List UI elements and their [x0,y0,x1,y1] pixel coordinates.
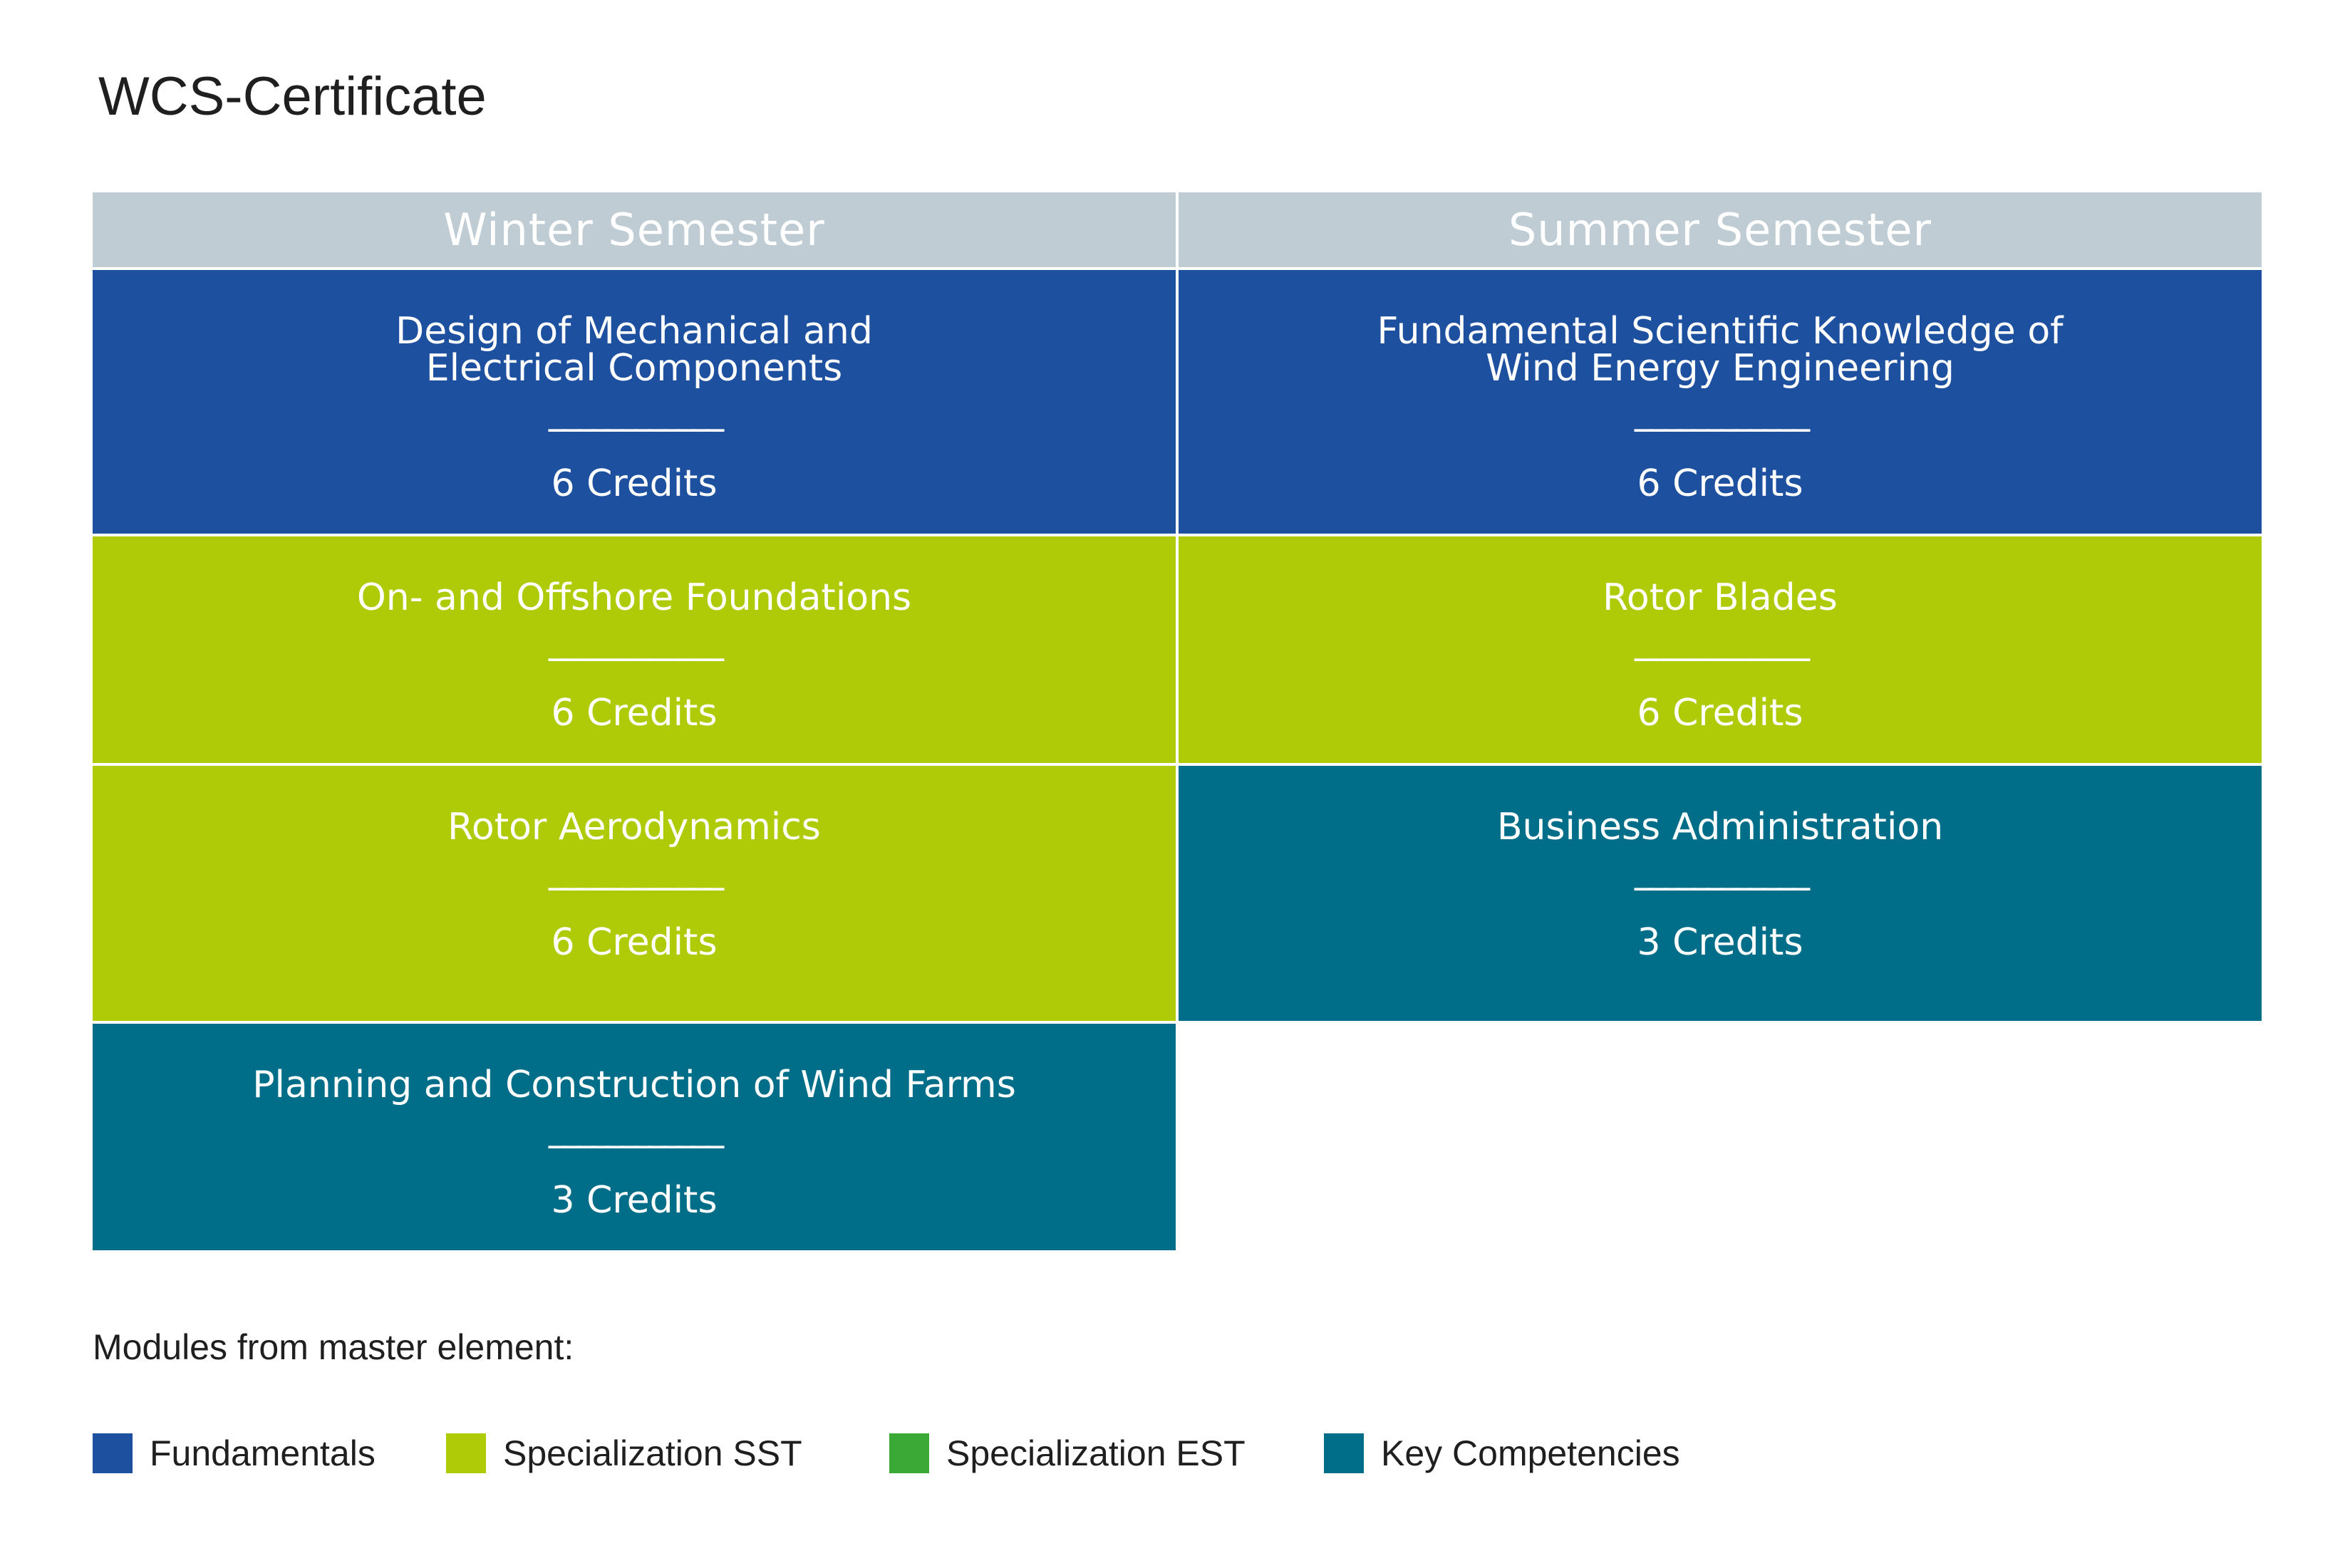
module-cell: Business Administration ____________ 3 C… [1179,766,2262,1021]
module-credits: 6 Credits [551,462,718,505]
module-cell: Fundamental Scientific Knowledge of Wind… [1179,270,2262,534]
module-name: Design of Mechanical and Electrical Comp… [395,310,873,390]
legend-item-fundamentals: Fundamentals [93,1433,376,1473]
legend-item-specialization-sst: Specialization SST [446,1433,802,1473]
module-cell: Rotor Blades ____________ 6 Credits [1179,536,2262,763]
module-separator: ____________ [1635,848,1810,891]
module-separator: ____________ [549,848,724,891]
module-cell: Planning and Construction of Wind Farms … [93,1024,1176,1250]
module-credits: 6 Credits [1637,462,1803,505]
legend-item-specialization-est: Specialization EST [889,1433,1246,1473]
legend-item-key-competencies: Key Competencies [1324,1433,1680,1473]
module-name: Rotor Blades [1603,576,1838,619]
semester-grid: Winter Semester Summer Semester Design o… [93,192,2262,1250]
page-title: WCS-Certificate [98,66,487,127]
summer-semester-header: Summer Semester [1179,192,2262,267]
module-name: Business Administration [1496,806,1944,848]
empty-cell [1179,1024,2262,1250]
legend-swatch [446,1433,486,1473]
legend-swatch [889,1433,929,1473]
module-cell: Rotor Aerodynamics ____________ 6 Credit… [93,766,1176,1021]
legend-label: Key Competencies [1381,1433,1680,1473]
legend: Fundamentals Specialization SST Speciali… [93,1433,1803,1473]
legend-label: Specialization SST [503,1433,802,1473]
module-separator: ____________ [549,619,724,662]
legend-title: Modules from master element: [93,1327,574,1367]
module-credits: 3 Credits [551,1179,718,1222]
legend-label: Fundamentals [150,1433,376,1473]
module-separator: ____________ [549,390,724,432]
module-cell: On- and Offshore Foundations ___________… [93,536,1176,763]
module-separator: ____________ [1635,619,1810,662]
legend-swatch [93,1433,133,1473]
module-credits: 6 Credits [551,921,718,964]
module-cell: Design of Mechanical and Electrical Comp… [93,270,1176,534]
module-credits: 6 Credits [551,692,718,734]
module-credits: 3 Credits [1637,921,1803,964]
module-credits: 6 Credits [1637,692,1803,734]
winter-semester-header: Winter Semester [93,192,1176,267]
module-name: On- and Offshore Foundations [356,576,912,619]
module-separator: ____________ [1635,390,1810,432]
legend-label: Specialization EST [946,1433,1246,1473]
module-name: Rotor Aerodynamics [447,806,821,848]
module-name: Fundamental Scientific Knowledge of Wind… [1377,310,2064,390]
module-separator: ____________ [549,1106,724,1149]
module-name: Planning and Construction of Wind Farms [252,1064,1016,1106]
legend-swatch [1324,1433,1364,1473]
